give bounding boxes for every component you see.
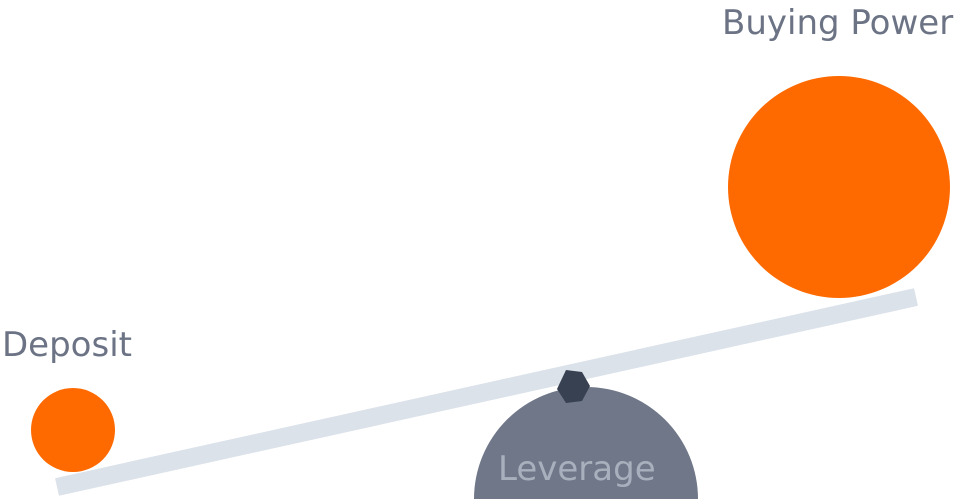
pivot-icon — [557, 370, 590, 403]
lever-beam — [55, 288, 918, 496]
buying-power-ball — [728, 76, 950, 298]
deposit-ball — [31, 388, 115, 472]
deposit-label: Deposit — [2, 325, 132, 365]
fulcrum-dome — [474, 387, 698, 499]
leverage-label: Leverage — [498, 449, 656, 489]
buying-power-label: Buying Power — [722, 3, 954, 43]
